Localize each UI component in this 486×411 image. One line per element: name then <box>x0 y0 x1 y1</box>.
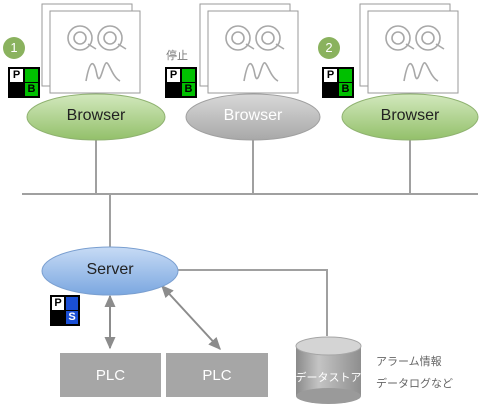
browser-3-screens <box>359 3 459 94</box>
plc-2-box <box>166 353 268 397</box>
browser-1-node <box>26 93 166 141</box>
datastore-note-datalog: データログなど <box>376 377 453 390</box>
browser-1-label: Browser <box>66 107 126 124</box>
plc-1-label: PLC <box>95 367 126 384</box>
browser-app-icon: P B <box>8 67 40 98</box>
browser-3-badge: 2 <box>318 37 340 59</box>
server-label: Server <box>86 261 134 278</box>
browser-3-label: Browser <box>380 107 440 124</box>
browser-1-screens <box>41 3 141 94</box>
plc-1-box <box>60 353 161 397</box>
browser-2-screens <box>199 3 299 94</box>
datastore-note-alarm: アラーム情報 <box>376 355 442 368</box>
browser-2-node <box>185 93 321 141</box>
datastore-label: データストア <box>295 371 362 384</box>
server-datastore-link <box>178 269 328 336</box>
server-app-icon: P S <box>50 295 80 326</box>
browser-app-icon: P B <box>165 67 197 98</box>
datastore-cylinder <box>295 336 362 404</box>
browser-2-label: Browser <box>223 107 283 124</box>
plc-2-label: PLC <box>202 367 232 384</box>
browser-1-badge: 1 <box>3 37 25 59</box>
browser-3-node <box>341 93 479 141</box>
browser-app-icon: P B <box>322 67 354 98</box>
plc-2-arrow <box>161 284 221 351</box>
server-node <box>41 246 179 296</box>
browser-2-status: 停止 <box>166 49 188 62</box>
